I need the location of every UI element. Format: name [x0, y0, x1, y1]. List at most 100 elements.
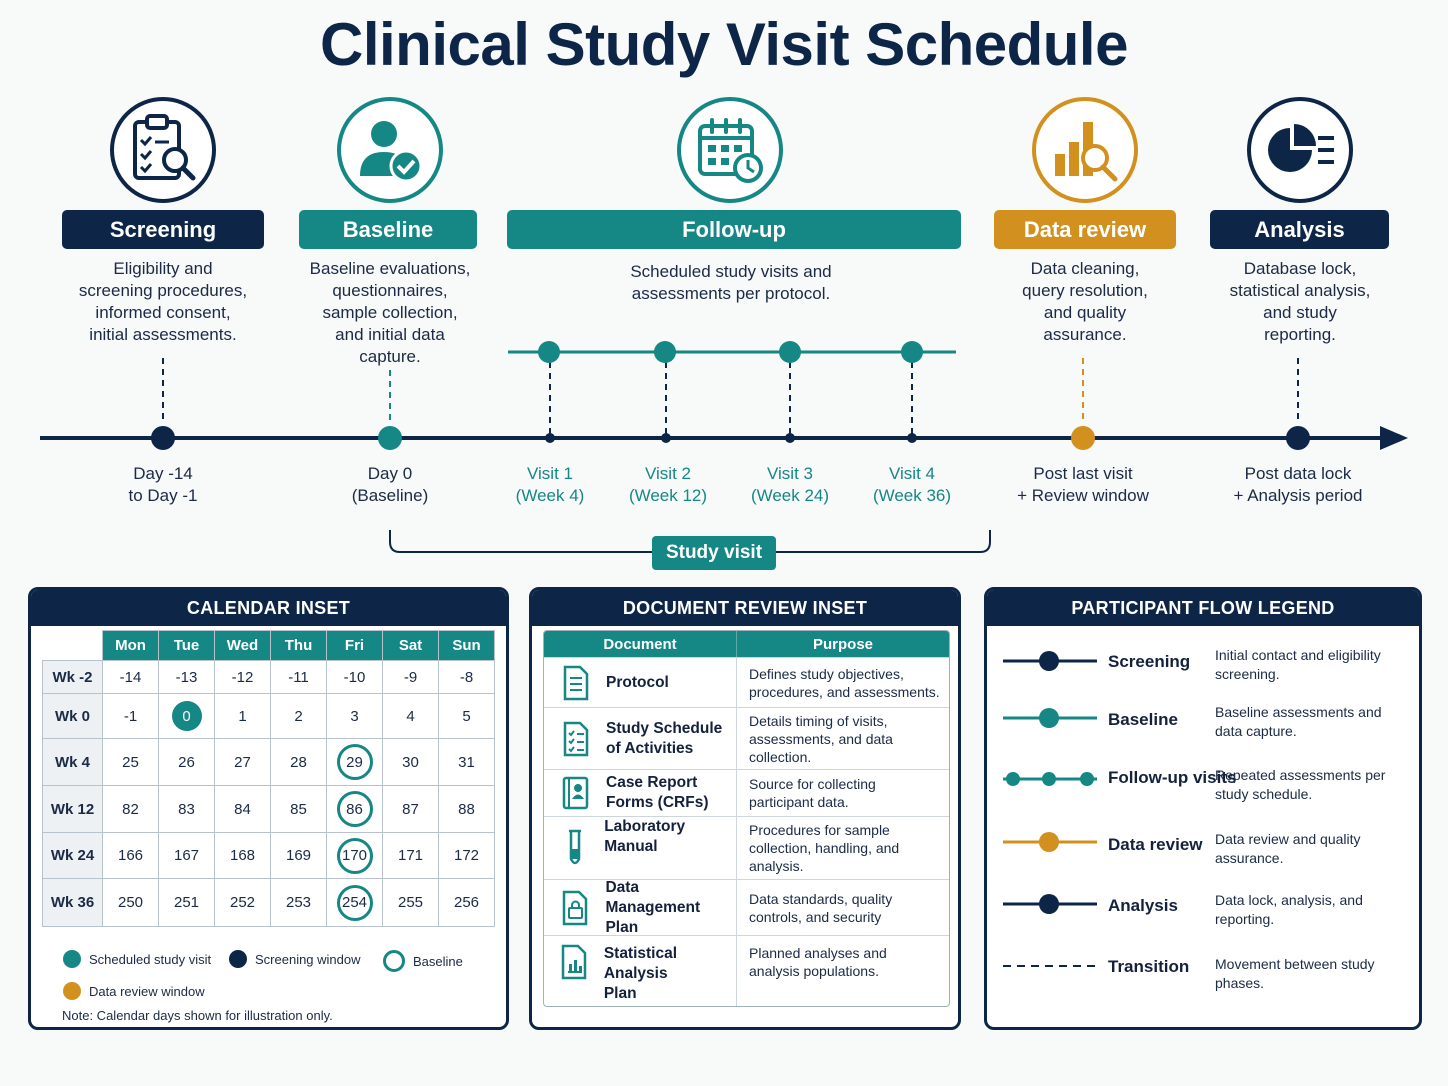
timeline-label-analysis: Post data lock+ Analysis period	[1233, 464, 1363, 505]
calendar-cell: 86	[326, 785, 383, 833]
analysis-node	[1286, 426, 1310, 450]
calendar-cell: 31	[438, 738, 495, 786]
visit-day-marker: 86	[336, 791, 373, 827]
table-row: Protocol Defines study objectives,proced…	[544, 657, 949, 707]
day-header: Mon	[102, 630, 159, 661]
calendar-cell: 4	[382, 693, 439, 739]
calendar-cell: 256	[438, 878, 495, 927]
flow-legend-name: Data review	[1108, 835, 1203, 854]
calendar-cell: 84	[214, 785, 271, 833]
pie-chart-list-icon	[1247, 97, 1353, 203]
calendar-row: Wk 0 -1 0 1 2 3 4 5	[42, 693, 495, 739]
phase-followup-label: Follow-up	[507, 210, 961, 249]
teal-ring-icon	[383, 950, 405, 972]
visit3-node	[785, 433, 795, 443]
calendar-cell: 168	[214, 832, 271, 879]
flow-legend-name: Analysis	[1108, 896, 1178, 915]
week-label: Wk 0	[42, 693, 103, 739]
analysis-line-icon	[1003, 894, 1097, 914]
document-table: Document Purpose Protocol Defines study …	[543, 630, 950, 1007]
timeline-label-data-review: Post last visit+ Review window	[1017, 464, 1149, 505]
visit1-marker	[538, 341, 560, 363]
person-check-icon	[337, 97, 443, 203]
calendar-cell: 5	[438, 693, 495, 739]
day-header: Sun	[438, 630, 495, 661]
week-label: Wk 36	[42, 878, 103, 927]
calendar-cell: 26	[158, 738, 215, 786]
baseline-line-icon	[1003, 708, 1097, 728]
calendar-cell: 167	[158, 832, 215, 879]
flow-legend-title: PARTICIPANT FLOW LEGEND	[987, 590, 1419, 626]
day-header: Fri	[326, 630, 383, 661]
col-document: Document	[544, 631, 737, 657]
baseline-day-marker: 0	[171, 701, 202, 731]
document-lines-icon	[558, 665, 594, 701]
study-visit-bracket	[389, 530, 991, 553]
timeline-axis	[40, 426, 1408, 450]
calendar-cell: -8	[438, 660, 495, 694]
flow-legend-name: Transition	[1108, 957, 1190, 976]
calendar-cell: -11	[270, 660, 327, 694]
followup-line-icon	[1003, 772, 1097, 786]
calendar-cell: 253	[270, 878, 327, 927]
calendar-row: Wk -2 -14 -13 -12 -11 -10 -9 -8	[42, 660, 495, 694]
calendar-cell: 0	[158, 693, 215, 739]
flow-legend-name: Baseline	[1108, 710, 1178, 729]
calendar-cell: 88	[438, 785, 495, 833]
document-lock-icon	[558, 890, 593, 926]
visit4-node	[907, 433, 917, 443]
calendar-clock-icon	[677, 97, 783, 203]
calendar-note: Note: Calendar days shown for illustrati…	[62, 1008, 333, 1023]
calendar-row: Wk 4 25 26 27 28 29 30 31	[42, 738, 495, 786]
calendar-cell: -10	[326, 660, 383, 694]
flow-legend-name: Screening	[1108, 652, 1191, 671]
document-chart-icon	[558, 944, 592, 980]
navy-dot-icon	[229, 950, 247, 968]
clipboard-search-icon	[110, 97, 216, 203]
binder-person-icon	[558, 775, 594, 811]
calendar-cell: 250	[102, 878, 159, 927]
timeline-label-visit1: Visit 1(Week 4)	[515, 464, 585, 505]
calendar-cell: 82	[102, 785, 159, 833]
calendar-cell: 85	[270, 785, 327, 833]
legend-scheduled-visit: Scheduled study visit	[63, 950, 211, 968]
data-review-line-icon	[1003, 832, 1097, 852]
calendar-cell: -13	[158, 660, 215, 694]
calendar-cell: 83	[158, 785, 215, 833]
calendar-cell: 28	[270, 738, 327, 786]
screening-node	[151, 426, 175, 450]
visit1-node	[545, 433, 555, 443]
week-label: Wk 4	[42, 738, 103, 786]
document-review-panel: DOCUMENT REVIEW INSET Document Purpose P…	[529, 587, 961, 1030]
phase-screening-label: Screening	[62, 210, 264, 249]
calendar-cell: -12	[214, 660, 271, 694]
calendar-cell: 166	[102, 832, 159, 879]
phase-analysis-desc: Database lock,statistical analysis,and s…	[1229, 259, 1371, 344]
day-header: Thu	[270, 630, 327, 661]
visit-day-marker: 29	[336, 744, 373, 780]
calendar-table: Mon Tue Wed Thu Fri Sat Sun Wk -2 -14 -1…	[42, 630, 495, 927]
study-visit-label: Study visit	[652, 536, 776, 570]
timeline-diagram	[40, 341, 1408, 553]
week-label: Wk -2	[42, 660, 103, 694]
screening-line-icon	[1003, 651, 1097, 671]
calendar-cell: 254	[326, 878, 383, 927]
visit2-node	[661, 433, 671, 443]
calendar-inset-panel: CALENDAR INSET Mon Tue Wed Thu Fri Sat S…	[28, 587, 509, 1030]
calendar-cell: 25	[102, 738, 159, 786]
timeline-label-visit2: Visit 2(Week 12)	[628, 464, 708, 505]
phase-data-review-desc: Data cleaning,query resolution,and quali…	[1022, 259, 1148, 344]
data-review-node	[1071, 426, 1095, 450]
page-title: Clinical Study Visit Schedule	[320, 11, 1128, 78]
calendar-cell: -14	[102, 660, 159, 694]
calendar-cell: 169	[270, 832, 327, 879]
